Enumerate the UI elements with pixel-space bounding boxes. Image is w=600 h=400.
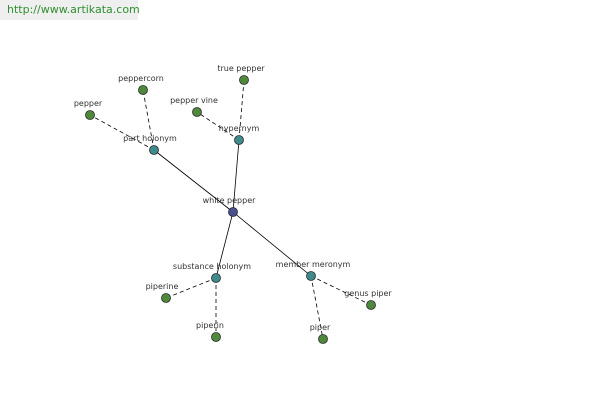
graph-edges xyxy=(89,79,372,340)
relation-node-substance-holonym[interactable]: substance holonym xyxy=(173,262,251,283)
term-node-pepper-label: pepper xyxy=(74,99,103,108)
term-node-piper-label: piper xyxy=(310,323,331,332)
term-node-pepper-dot[interactable] xyxy=(85,110,95,120)
edge-center-hypernym xyxy=(232,139,240,213)
edge-center-part-holonym xyxy=(153,149,234,213)
term-node-true-pepper-label: true pepper xyxy=(217,64,265,73)
term-node-piper[interactable]: piper xyxy=(310,323,331,344)
edge-part-holonym-1 xyxy=(142,89,155,151)
term-node-piper-dot[interactable] xyxy=(318,334,328,344)
term-node-piperine-label: piperine xyxy=(146,282,179,291)
center-node-white-pepper-label: white pepper xyxy=(203,196,257,205)
term-node-pepper-vine[interactable]: pepper vine xyxy=(170,96,218,117)
relation-node-member-meronym[interactable]: member meronym xyxy=(276,260,351,281)
edge-center-member-meronym xyxy=(232,211,312,277)
term-node-pepper-vine-label: pepper vine xyxy=(170,96,218,105)
relation-node-member-meronym-label: member meronym xyxy=(276,260,351,269)
edge-hypernym-0 xyxy=(196,111,240,141)
term-node-peppercorn-dot[interactable] xyxy=(138,85,148,95)
relation-node-part-holonym-dot[interactable] xyxy=(149,145,159,155)
term-node-genus-piper-dot[interactable] xyxy=(366,300,376,310)
term-node-piperin-label: piperin xyxy=(196,321,224,330)
edge-substance-holonym-0 xyxy=(165,277,217,299)
edge-center-substance-holonym xyxy=(215,211,234,279)
term-node-true-pepper-dot[interactable] xyxy=(239,75,249,85)
term-node-peppercorn[interactable]: peppercorn xyxy=(118,74,164,95)
term-node-genus-piper[interactable]: genus piper xyxy=(344,289,392,310)
relation-node-substance-holonym-label: substance holonym xyxy=(173,262,251,271)
relation-node-hypernym-dot[interactable] xyxy=(234,135,244,145)
graph-nodes: pepper peppercorn part holonym pepper vine t… xyxy=(74,64,392,344)
edge-hypernym-1 xyxy=(238,79,245,141)
relation-node-member-meronym-dot[interactable] xyxy=(306,271,316,281)
term-node-piperin[interactable]: piperin xyxy=(196,321,224,342)
term-node-true-pepper[interactable]: true pepper xyxy=(217,64,265,85)
term-node-piperine-dot[interactable] xyxy=(161,293,171,303)
edge-member-meronym-0 xyxy=(310,275,324,340)
term-node-genus-piper-label: genus piper xyxy=(344,289,392,298)
term-node-piperine[interactable]: piperine xyxy=(146,282,179,303)
relation-node-hypernym[interactable]: hypernym xyxy=(219,124,260,145)
relation-node-part-holonym-label: part holonym xyxy=(123,134,177,143)
term-node-pepper-vine-dot[interactable] xyxy=(192,107,202,117)
relation-node-hypernym-label: hypernym xyxy=(219,124,260,133)
relation-node-substance-holonym-dot[interactable] xyxy=(211,273,221,283)
relation-node-part-holonym[interactable]: part holonym xyxy=(123,134,177,155)
term-node-pepper[interactable]: pepper xyxy=(74,99,103,120)
center-node-white-pepper[interactable]: white pepper xyxy=(203,196,257,217)
term-node-peppercorn-label: peppercorn xyxy=(118,74,164,83)
edge-part-holonym-0 xyxy=(89,114,155,151)
site-url-link[interactable]: http://www.artikata.com xyxy=(7,3,140,16)
term-node-piperin-dot[interactable] xyxy=(211,332,221,342)
url-banner: http://www.artikata.com xyxy=(0,0,140,20)
center-node-white-pepper-dot[interactable] xyxy=(228,207,238,217)
